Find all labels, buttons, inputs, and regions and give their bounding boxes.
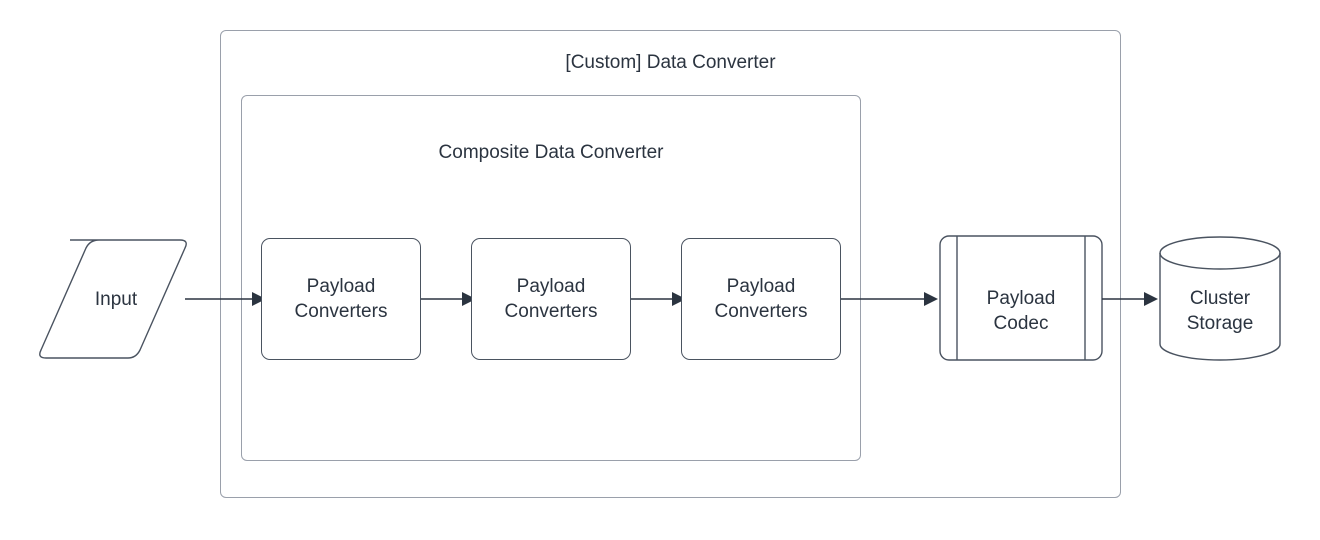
node-payload-converters-1[interactable]: Payload Converters: [261, 238, 421, 360]
node-payload-converters-1-label: Payload Converters: [294, 276, 388, 322]
node-input-label: Input: [94, 289, 138, 310]
node-payload-converters-3[interactable]: Payload Converters: [681, 238, 841, 360]
container-composite-data-converter[interactable]: Composite Data Converter: [241, 95, 861, 461]
container-composite-data-converter-title: Composite Data Converter: [438, 142, 664, 163]
node-payload-converters-2[interactable]: Payload Converters: [471, 238, 631, 360]
node-payload-codec-label: Payload Codec: [986, 288, 1056, 334]
node-cluster-storage-top-ellipse: [1159, 252, 1281, 270]
node-payload-converters-3-label: Payload Converters: [714, 276, 808, 322]
container-custom-data-converter-title: [Custom] Data Converter: [565, 52, 776, 73]
node-cluster-storage-label: Cluster Storage: [1186, 288, 1254, 334]
node-payload-converters-2-label: Payload Converters: [504, 276, 598, 322]
container-custom-data-converter[interactable]: [Custom] Data Converter: [220, 30, 1121, 498]
